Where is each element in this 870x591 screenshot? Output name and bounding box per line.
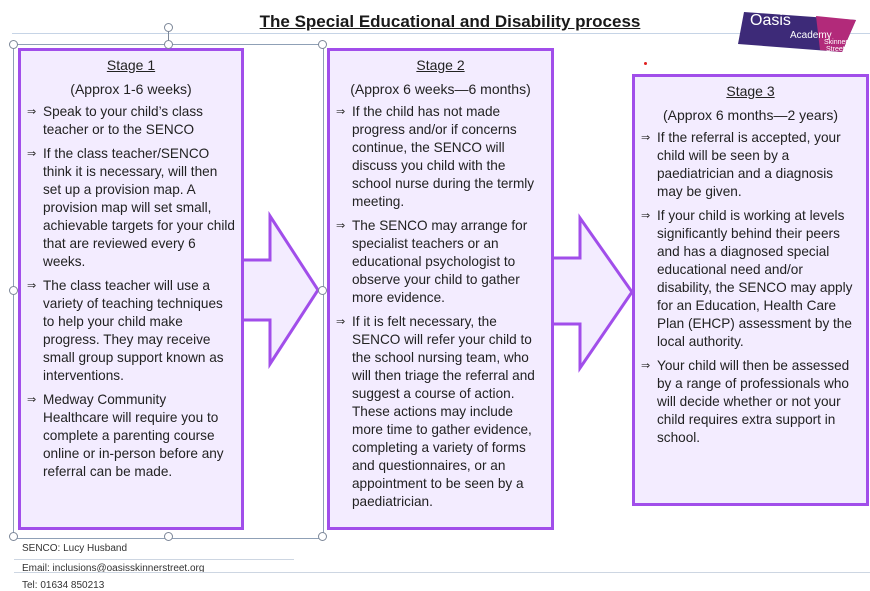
stage-2-box: Stage 2 (Approx 6 weeks—6 months) If the… bbox=[327, 48, 554, 530]
resize-handle-top[interactable] bbox=[164, 40, 173, 49]
footer-divider bbox=[14, 572, 870, 573]
stage-1-point: Speak to your child’s class teacher or t… bbox=[27, 103, 235, 139]
resize-handle-right[interactable] bbox=[318, 286, 327, 295]
stage-2-point: If the child has not made progress and/o… bbox=[336, 103, 545, 211]
stage-3-point: Your child will then be assessed by a ra… bbox=[641, 357, 860, 447]
footer-email: Email: inclusions@oasisskinnerstreet.org bbox=[22, 563, 205, 574]
resize-handle-top-left[interactable] bbox=[9, 40, 18, 49]
rotation-handle-stem bbox=[168, 30, 169, 44]
stage-1-point: If the class teacher/SENCO think it is n… bbox=[27, 145, 235, 271]
stage-1-box: Stage 1 (Approx 1-6 weeks) Speak to your… bbox=[18, 48, 244, 530]
selection-frame[interactable] bbox=[13, 44, 324, 539]
resize-handle-bottom[interactable] bbox=[164, 532, 173, 541]
page-title: The Special Educational and Disability p… bbox=[259, 12, 641, 31]
stage-1-point: The class teacher will use a variety of … bbox=[27, 277, 235, 385]
stage-1-duration: (Approx 1-6 weeks) bbox=[70, 81, 192, 97]
logo-academy-text: Academy bbox=[790, 30, 832, 41]
resize-handle-left[interactable] bbox=[9, 286, 18, 295]
stage-3-box: Stage 3 (Approx 6 months—2 years) If the… bbox=[632, 74, 869, 506]
stage-3-heading: Stage 3 bbox=[726, 83, 775, 99]
stage-3-point: If your child is working at levels signi… bbox=[641, 207, 860, 351]
logo-skinner-text: Skinner bbox=[824, 39, 848, 46]
rotation-handle[interactable] bbox=[164, 23, 173, 32]
stage-3-point: If the referral is accepted, your child … bbox=[641, 129, 860, 201]
oasis-academy-logo: Oasis Academy Skinner Street bbox=[738, 6, 858, 54]
stray-mark bbox=[644, 62, 647, 65]
resize-handle-top-right[interactable] bbox=[318, 40, 327, 49]
stage-2-duration: (Approx 6 weeks—6 months) bbox=[350, 81, 531, 97]
stage-1-heading: Stage 1 bbox=[106, 57, 156, 73]
footer-senco: SENCO: Lucy Husband bbox=[22, 543, 128, 554]
stage-2-point: If it is felt necessary, the SENCO will … bbox=[336, 313, 545, 511]
footer-divider bbox=[14, 559, 294, 560]
resize-handle-bottom-right[interactable] bbox=[318, 532, 327, 541]
logo-street-text: Street bbox=[826, 46, 845, 53]
arrow-stage2-to-stage3 bbox=[540, 213, 634, 373]
stage-2-point: The SENCO may arrange for specialist tea… bbox=[336, 217, 545, 307]
header-divider bbox=[12, 33, 870, 34]
stage-3-duration: (Approx 6 months—2 years) bbox=[662, 107, 839, 123]
footer-tel: Tel: 01634 850213 bbox=[22, 580, 105, 591]
logo-oasis-text: Oasis bbox=[750, 12, 791, 29]
resize-handle-bottom-left[interactable] bbox=[9, 532, 18, 541]
stage-1-point: Medway Community Healthcare will require… bbox=[27, 391, 235, 481]
stage-2-heading: Stage 2 bbox=[416, 57, 465, 73]
